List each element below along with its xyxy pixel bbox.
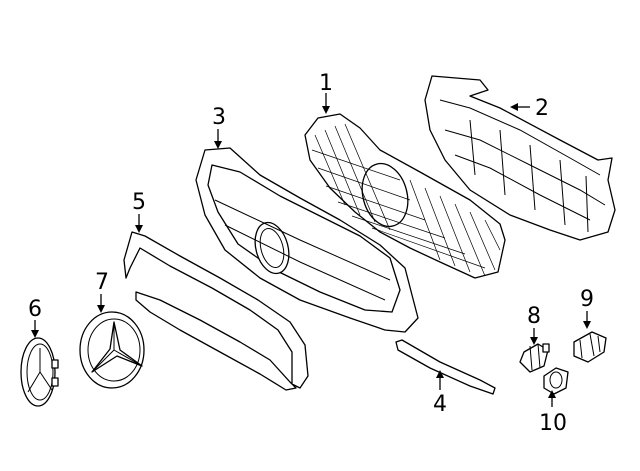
callout-8: 8: [527, 304, 541, 345]
callout-label: 6: [28, 297, 42, 322]
flat-emblem-part: [20, 337, 59, 407]
clip-part: [543, 367, 569, 395]
callout-1: 1: [319, 71, 333, 114]
callout-label: 2: [535, 96, 549, 121]
callout-3: 3: [212, 105, 226, 149]
callout-5: 5: [132, 190, 146, 233]
connector-part: [573, 331, 607, 363]
callout-label: 5: [132, 190, 146, 215]
callout-label: 10: [539, 411, 567, 436]
callout-7: 7: [95, 270, 109, 313]
callout-label: 4: [433, 392, 447, 417]
trim-strip-part: [395, 339, 496, 395]
grille-frame-part: [195, 147, 419, 333]
sensor-part: [519, 343, 550, 373]
callout-2: 2: [510, 96, 549, 121]
air-guide-part: [424, 75, 616, 241]
callout-label: 7: [95, 270, 109, 295]
callout-10: 10: [539, 390, 567, 436]
callout-label: 9: [580, 287, 594, 312]
callout-6: 6: [28, 297, 42, 338]
callout-label: 3: [212, 105, 226, 130]
callout-label: 1: [319, 71, 333, 96]
callout-9: 9: [580, 287, 594, 329]
grille-mesh-part: [304, 113, 506, 279]
star-emblem-part: [79, 311, 145, 389]
callout-4: 4: [433, 370, 447, 417]
molding-part: [123, 231, 309, 391]
callout-label: 8: [527, 304, 541, 329]
